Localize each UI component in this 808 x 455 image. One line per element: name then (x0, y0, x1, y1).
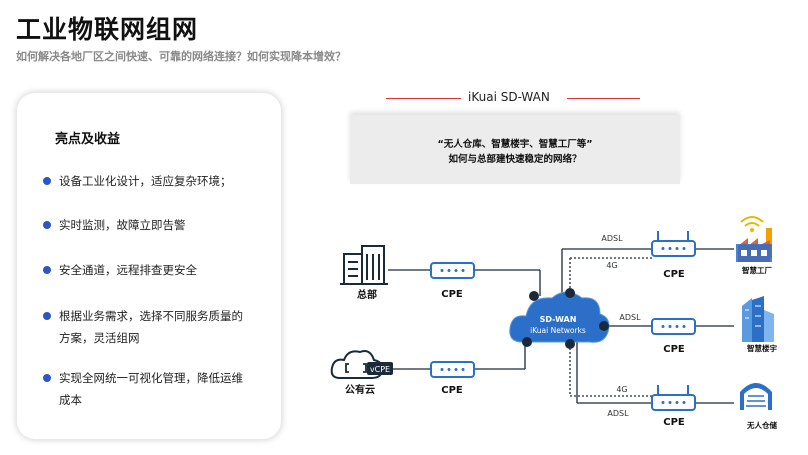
adsl-label: ADSL (601, 234, 623, 243)
vcpe-label: vCPE (370, 365, 390, 374)
adsl-label: ADSL (607, 409, 629, 418)
page-title: 工业物联网组网 (16, 15, 199, 44)
site-label-warehouse: 无人仓储 (746, 420, 777, 430)
smart-building-icon (742, 296, 774, 342)
benefit-item: 设备工业化设计，适应复杂环境； (43, 170, 279, 192)
bullet-dot-icon (43, 177, 51, 185)
public-cloud-icon (330, 350, 393, 379)
headquarters-building-icon (340, 245, 388, 285)
benefit-item: 根据业务需求，选择不同服务质量的 方案，灵活组网 (43, 305, 279, 349)
brand-label: iKuai SD-WAN (468, 90, 550, 104)
bullet-dot-icon (43, 374, 51, 382)
benefit-item: 实现全网统一可视化管理，降低运维 成本 (43, 367, 279, 411)
bullet-dot-icon (43, 221, 51, 229)
question-box: “无人仓库、智慧楼宇、智慧工厂等” 如何与总部建快速稳定的网络？ (350, 115, 680, 184)
bullet-dot-icon (43, 266, 51, 274)
cpe-router-warehouse-icon (651, 385, 696, 411)
cpe-label: CPE (663, 344, 685, 355)
adsl-label: ADSL (619, 313, 641, 322)
connection-lines (382, 248, 734, 404)
lte-label: 4G (606, 261, 617, 270)
benefit-item: 安全通道，远程排查更安全 (43, 259, 279, 281)
hq-label: 总部 (357, 288, 377, 301)
site-label-building: 智慧楼宇 (747, 343, 777, 353)
cpe-hq-icon (430, 262, 475, 279)
question-line-2: 如何与总部建快速稳定的网络？ (448, 154, 582, 165)
cpe-label: CPE (663, 269, 685, 280)
brand-divider-right (567, 98, 640, 99)
brand-divider-left (386, 98, 461, 99)
page-subtitle: 如何解决各地厂区之间快速、可靠的网络连接？如何实现降本增效？ (16, 50, 346, 63)
smart-factory-icon (736, 216, 772, 262)
lte-label: 4G (616, 385, 627, 394)
benefits-title: 亮点及收益 (55, 132, 121, 147)
sdwan-cloud-icon (509, 288, 610, 349)
cpe-cloud-icon (430, 361, 475, 378)
benefit-item: 实时监测，故障立即告警 (43, 214, 279, 236)
question-line-1: “无人仓库、智慧楼宇、智慧工厂等” (437, 139, 593, 150)
cpe-label: CPE (441, 385, 463, 396)
sdwan-label-2: iKuai Networks (530, 326, 586, 335)
cpe-router-factory-icon (651, 231, 696, 257)
cpe-label: CPE (663, 417, 685, 428)
bullet-dot-icon (43, 312, 51, 320)
sdwan-label-1: SD-WAN (540, 315, 577, 324)
cpe-building-icon (651, 318, 696, 335)
cloud-label: 公有云 (345, 383, 375, 396)
warehouse-icon (740, 383, 772, 410)
benefits-card: 亮点及收益 设备工业化设计，适应复杂环境； 实时监测，故障立即告警 安全通道，远… (17, 93, 281, 439)
cpe-label: CPE (441, 289, 463, 300)
site-label-factory: 智慧工厂 (742, 265, 772, 275)
